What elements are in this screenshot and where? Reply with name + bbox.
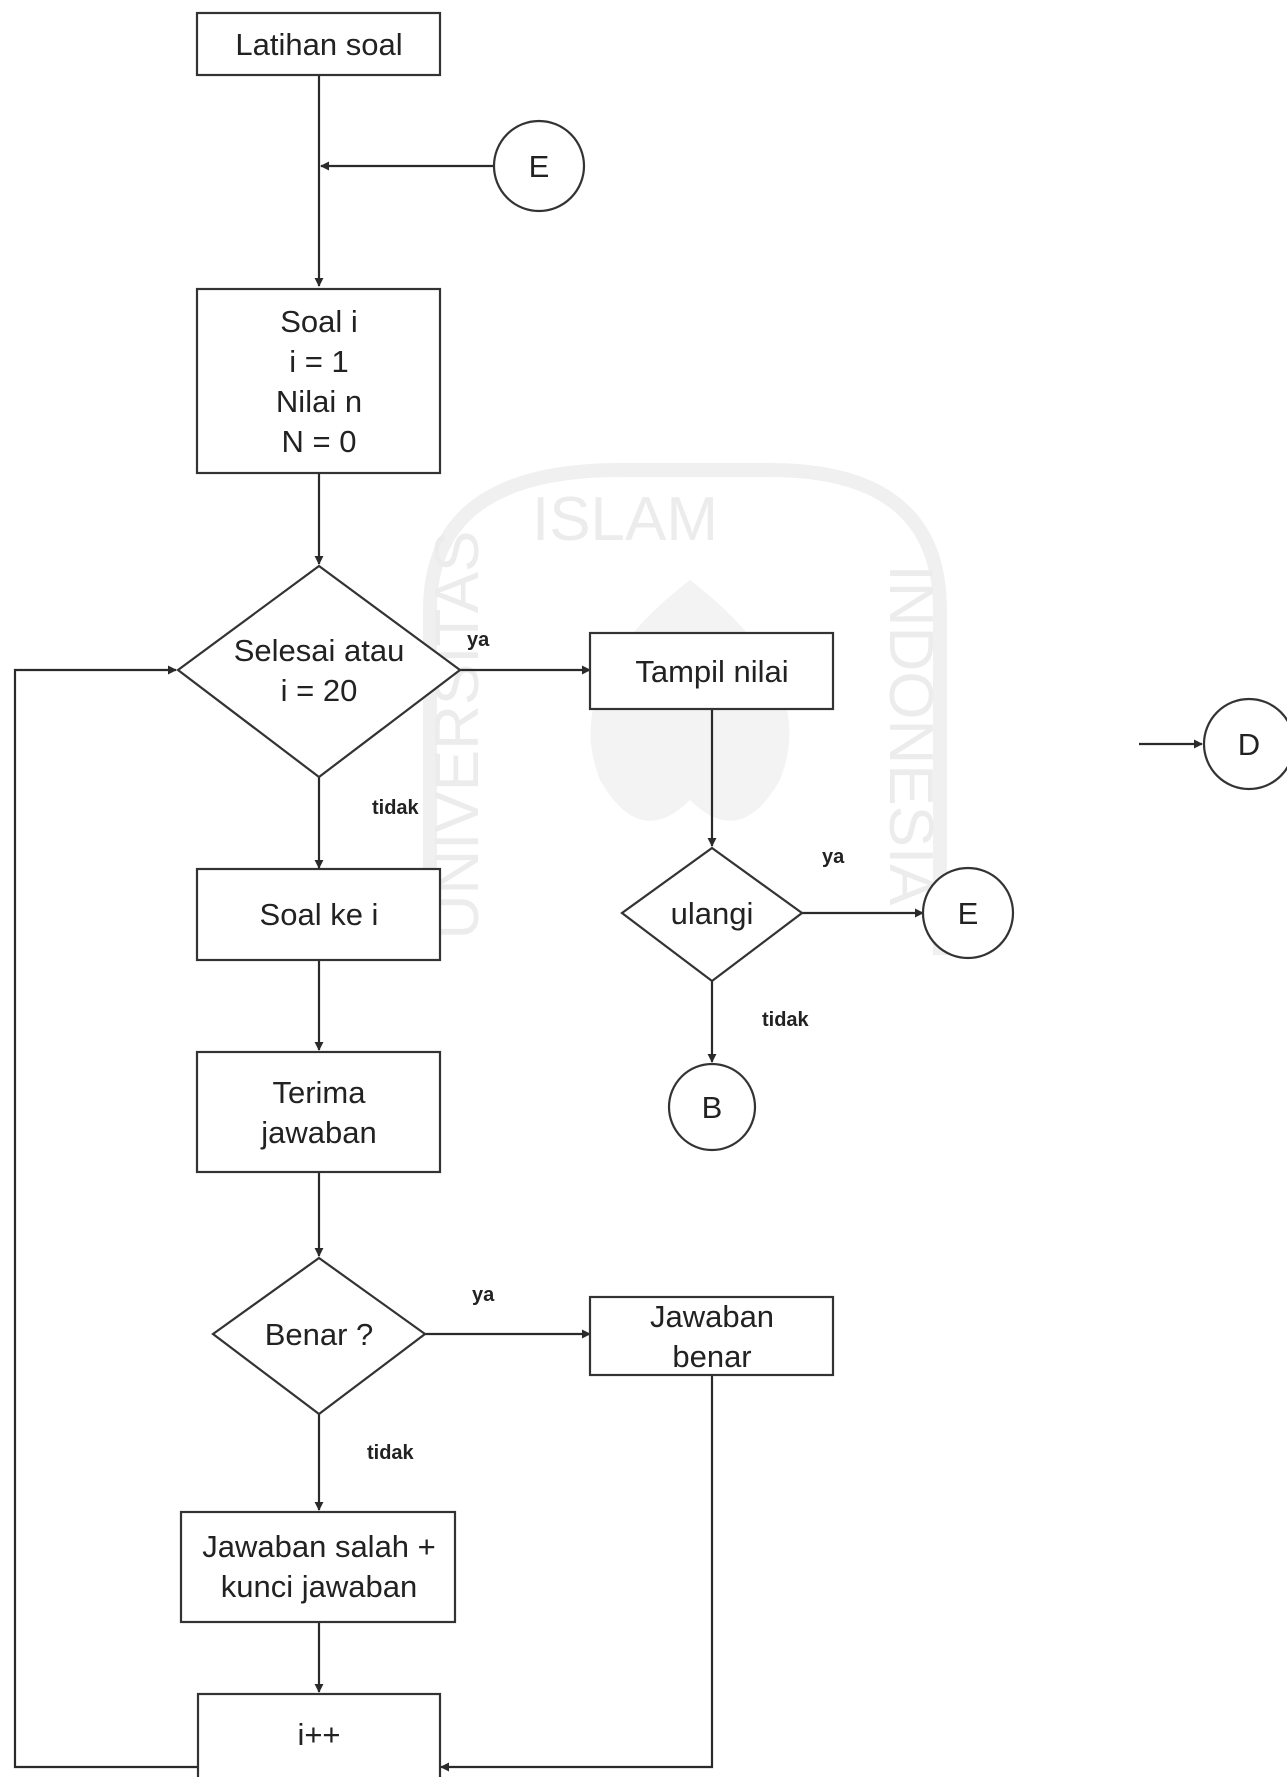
connector-e: E — [921, 866, 1015, 960]
node-label-connector-d-line-1: D — [1238, 727, 1260, 762]
node-tampil-nilai: Tampil nilai — [588, 631, 835, 711]
node-jawaban-salah: Jawaban salah + kunci jawaban — [179, 1510, 457, 1624]
node-increment: i++ — [196, 1692, 442, 1777]
node-label-soal-init-line-1: Soal i — [280, 304, 358, 339]
connector-d: D — [1202, 697, 1287, 791]
flowchart-nodes: Latihan soal E Soal i i = 1 Nilai n N = 0 S… — [176, 11, 1287, 1777]
node-label-jawaban-salah-line-2: kunci jawaban — [221, 1569, 417, 1604]
node-label-selesai-line-2: i = 20 — [281, 673, 358, 708]
node-latihan-soal: Latihan soal — [195, 11, 442, 77]
node-label-tampil-nilai-line-1: Tampil nilai — [635, 654, 788, 689]
watermark-text-top: ISLAM — [532, 485, 718, 554]
label-ulangi-ya: ya — [822, 846, 845, 868]
connector-b: B — [667, 1062, 757, 1152]
decision-ulangi: ulangi — [620, 846, 804, 983]
node-label-terima-jawaban-line-2: jawaban — [260, 1115, 376, 1150]
decision-selesai: Selesai atau i = 20 — [176, 564, 462, 779]
label-selesai-tidak: tidak — [372, 797, 420, 819]
node-soal-init: Soal i i = 1 Nilai n N = 0 — [195, 287, 442, 475]
flowchart-edge-labels: ya tidak ya tidak ya tidak — [367, 629, 845, 1464]
label-selesai-ya: ya — [467, 629, 490, 651]
node-label-connector-e-top-line-1: E — [529, 149, 550, 184]
watermark-text-right: INDONESIA — [876, 564, 945, 906]
flowchart-edges — [13, 76, 1203, 1772]
connector-e-top: E — [492, 119, 586, 213]
edge-jawaban-benar-to-increment — [440, 1375, 714, 1772]
node-label-increment-line-1: i++ — [297, 1717, 340, 1752]
node-label-terima-jawaban-line-1: Terima — [272, 1075, 366, 1110]
node-label-soal-init-line-3: Nilai n — [276, 384, 362, 419]
node-jawaban-benar: Jawaban benar — [588, 1295, 835, 1377]
node-label-soal-init-line-2: i = 1 — [289, 344, 348, 379]
node-label-jawaban-benar-line-2: benar — [672, 1339, 751, 1374]
node-label-connector-b-line-1: B — [702, 1090, 723, 1125]
node-soal-ke-i: Soal ke i — [195, 867, 442, 962]
node-label-soal-ke-i-line-1: Soal ke i — [260, 897, 379, 932]
node-label-selesai-line-1: Selesai atau — [234, 633, 405, 668]
label-ulangi-tidak: tidak — [762, 1009, 810, 1031]
edge-increment-loop-to-selesai — [13, 665, 198, 1769]
node-label-latihan-soal-line-1: Latihan soal — [235, 27, 402, 62]
node-label-benar-line-1: Benar ? — [265, 1317, 374, 1352]
node-label-connector-e-line-1: E — [958, 896, 979, 931]
decision-benar: Benar ? — [211, 1256, 427, 1416]
node-label-soal-init-line-4: N = 0 — [282, 424, 357, 459]
label-benar-tidak: tidak — [367, 1442, 415, 1464]
node-label-jawaban-salah-line-1: Jawaban salah + — [202, 1529, 436, 1564]
node-label-ulangi-line-1: ulangi — [671, 896, 754, 931]
watermark-emblem-outline — [423, 463, 947, 955]
label-benar-ya: ya — [472, 1284, 495, 1306]
node-label-jawaban-benar-line-1: Jawaban — [650, 1299, 774, 1334]
node-terima-jawaban: Terima jawaban — [195, 1050, 442, 1174]
